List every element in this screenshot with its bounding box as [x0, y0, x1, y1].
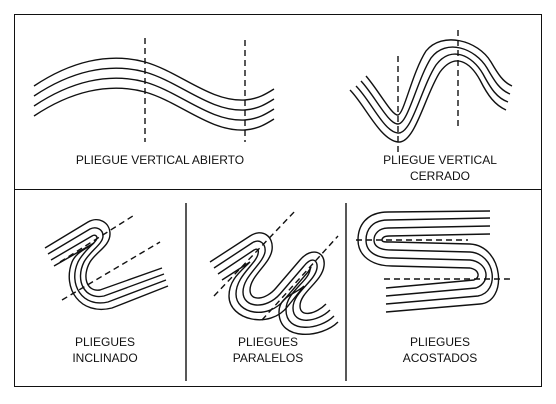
- label-inclined-folds-line1: PLIEGUES: [74, 335, 136, 349]
- inclined-fold-axis-1: [59, 213, 137, 263]
- recumbent-fold-layer-1: [365, 217, 491, 297]
- open-fold-layer-1: [33, 57, 275, 101]
- open-fold-layer-2: [33, 67, 275, 111]
- closed-fold-layer-1: [349, 60, 507, 143]
- recumbent-fold-drawing: [356, 210, 512, 313]
- inclined-fold-layer-3: [50, 234, 167, 304]
- label-parallel-folds-line2: PARALELOS: [232, 351, 304, 365]
- label-inclined-folds-line2: INCLINADO: [72, 351, 138, 365]
- parallel-fold-axis-1: [213, 209, 297, 297]
- parallel-fold-layer-1: [209, 232, 327, 314]
- label-closed-vertical-fold-line2: CERRADO: [409, 169, 470, 183]
- closed-vertical-fold-drawing: [349, 30, 513, 152]
- label-open-vertical-fold: PLIEGUE VERTICAL ABIERTO: [75, 153, 245, 167]
- closed-fold-layer-2: [355, 53, 509, 134]
- inclined-fold-layer-2: [47, 227, 165, 298]
- parallel-fold-layer-2: [213, 240, 331, 321]
- parallel-fold-axis-2: [261, 235, 339, 321]
- inclined-fold-layer-1: [44, 218, 163, 291]
- bottom-panel-frame: [14, 189, 542, 387]
- open-fold-layer-4: [33, 87, 275, 131]
- label-parallel-folds-line1: PLIEGUES: [237, 335, 299, 349]
- parallel-fold-layer-4: [221, 261, 339, 335]
- label-recumbent-folds-line2: ACOSTADOS: [402, 351, 478, 365]
- label-closed-vertical-fold-line1: PLIEGUE VERTICAL: [383, 153, 497, 167]
- inclined-fold-axis-2: [61, 241, 161, 301]
- inclined-fold-layer-4: [53, 242, 169, 311]
- recumbent-fold-layer-3: [381, 233, 500, 313]
- open-vertical-fold-drawing: [33, 38, 275, 142]
- inclined-fold-drawing: [44, 213, 169, 311]
- recumbent-fold-layer-4: [357, 210, 491, 289]
- open-fold-layer-3: [33, 77, 275, 121]
- recumbent-fold-layer-2: [373, 225, 493, 305]
- closed-fold-layer-4: [365, 39, 513, 116]
- closed-fold-layer-3: [360, 46, 511, 125]
- label-recumbent-folds-line1: PLIEGUES: [409, 335, 471, 349]
- parallel-fold-drawing: [209, 209, 339, 335]
